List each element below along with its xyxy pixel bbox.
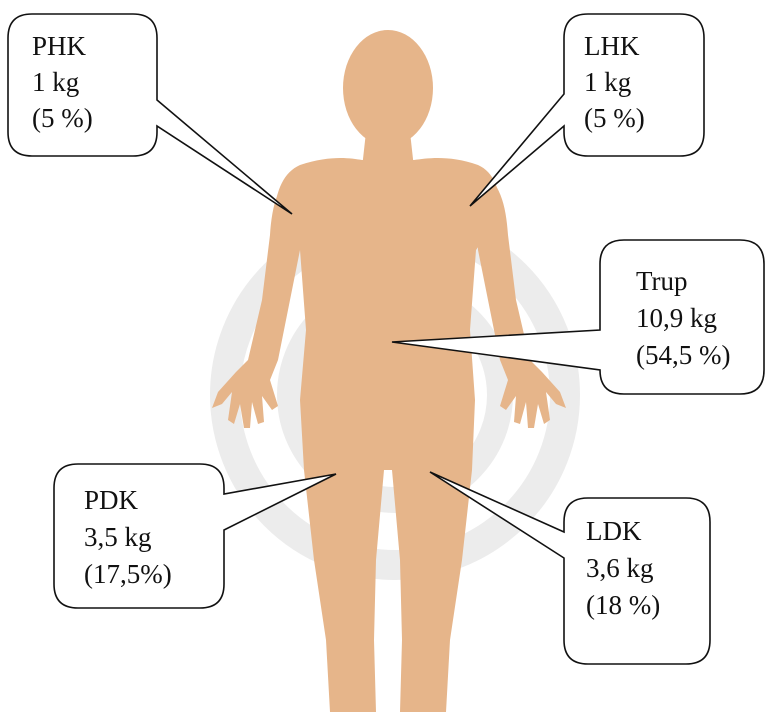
callout-ldk-percent: (18 %) — [586, 590, 660, 620]
callout-phk: PHK 1 kg (5 %) — [8, 14, 292, 214]
callout-trup-name: Trup — [636, 266, 688, 296]
human-body-silhouette — [212, 30, 566, 712]
callout-lhk: LHK 1 kg (5 %) — [470, 14, 704, 206]
callout-phk-percent: (5 %) — [32, 103, 93, 133]
callout-lhk-name: LHK — [584, 31, 640, 61]
callout-lhk-mass: 1 kg — [584, 67, 631, 97]
callout-phk-mass: 1 kg — [32, 67, 79, 97]
callout-ldk-bubble — [430, 472, 710, 664]
torso-and-legs — [274, 158, 502, 712]
callout-lhk-percent: (5 %) — [584, 103, 645, 133]
callout-pdk-mass: 3,5 kg — [84, 522, 152, 552]
callout-trup-mass: 10,9 kg — [636, 303, 717, 333]
callout-ldk-mass: 3,6 kg — [586, 553, 654, 583]
head — [343, 30, 433, 146]
callout-pdk-name: PDK — [84, 485, 139, 515]
callout-trup-percent: (54,5 %) — [636, 340, 730, 370]
callout-pdk-percent: (17,5%) — [84, 559, 172, 589]
callout-phk-name: PHK — [32, 31, 87, 61]
callout-ldk: LDK 3,6 kg (18 %) — [430, 472, 710, 664]
callout-ldk-name: LDK — [586, 516, 642, 546]
